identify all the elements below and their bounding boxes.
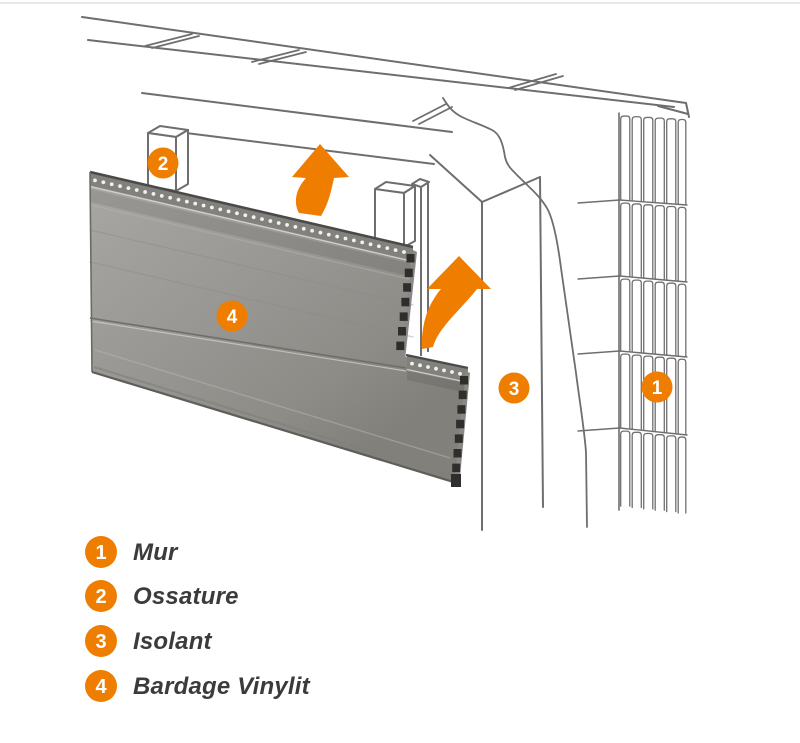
legend: 1 Mur 2 Ossature 3 Isolant 4 Bardage Vin… xyxy=(85,536,311,702)
marker-3-isolant: 3 xyxy=(498,372,530,404)
marker-2-circle xyxy=(147,147,179,179)
batten-middle xyxy=(374,181,416,248)
marker-3-circle xyxy=(498,372,530,404)
insulation-back-corner-edge xyxy=(539,176,544,508)
strip-lower-highlight xyxy=(406,368,469,384)
marker-1-number: 1 xyxy=(652,378,663,399)
legend-label-3: Isolant xyxy=(133,628,213,655)
strip-upper-shadow xyxy=(90,189,413,277)
installation-arrows xyxy=(292,144,491,349)
legend-num-1: 1 xyxy=(95,542,106,564)
legend-num-4: 4 xyxy=(95,676,107,698)
cladding-panels xyxy=(89,170,470,487)
wall-top-front-edge xyxy=(87,39,675,108)
panel-bottom-lip xyxy=(93,366,456,478)
marker-4-number: 4 xyxy=(227,307,238,328)
torn-render-edge xyxy=(442,97,588,528)
strip-upper-highlight xyxy=(89,185,414,263)
perforation-holes xyxy=(93,178,462,376)
insulation-isolant xyxy=(185,132,544,531)
insulation-top-back-edge xyxy=(185,132,435,165)
wall-top-back-edge xyxy=(81,16,687,104)
marker-2-number: 2 xyxy=(158,154,169,175)
legend-num-2: 2 xyxy=(95,586,106,608)
panel-lower-end-edge xyxy=(454,371,470,487)
legend-row-3: 3 Isolant xyxy=(85,625,213,657)
legend-label-1: Mur xyxy=(133,539,179,566)
wall-top-joints xyxy=(144,33,564,125)
marker-4-bardage: 4 xyxy=(216,300,248,332)
interlock-clips xyxy=(396,254,468,487)
legend-row-4: 4 Bardage Vinylit xyxy=(85,670,311,702)
marker-2-ossature: 2 xyxy=(147,147,179,179)
up-arrow-icon-left xyxy=(292,144,349,216)
legend-badge-3 xyxy=(85,625,117,657)
wall-ridge-top-line xyxy=(657,105,689,115)
legend-badge-2 xyxy=(85,580,117,612)
panel-overlap-highlight xyxy=(89,320,407,372)
wall-face-top-edge xyxy=(141,92,453,133)
legend-row-1: 1 Mur xyxy=(85,536,179,568)
panel-overlap-line xyxy=(89,317,407,369)
legend-row-2: 2 Ossature xyxy=(85,580,239,612)
panel-bottom-edge xyxy=(91,370,458,485)
up-arrow-icon-right xyxy=(421,256,491,349)
insulation-cut-top-right-edge xyxy=(481,176,541,203)
legend-label-2: Ossature xyxy=(133,583,239,610)
panel-left-edge xyxy=(89,171,93,373)
panel-step-top-edge xyxy=(405,353,469,370)
panel-streaks xyxy=(89,204,451,459)
marker-4-circle xyxy=(216,300,248,332)
marker-3-number: 3 xyxy=(509,379,520,400)
batten-middle-side-face xyxy=(403,185,416,248)
wall-end-ridges xyxy=(577,115,688,514)
strip-lower-shadow xyxy=(407,371,468,393)
marker-1-circle xyxy=(641,371,673,403)
wall-mur xyxy=(81,16,690,528)
legend-badge-4 xyxy=(85,670,117,702)
marker-1-mur: 1 xyxy=(641,371,673,403)
panel-top-edge xyxy=(89,170,414,249)
insulation-cut-top-left-edge xyxy=(429,154,483,203)
legend-badge-1 xyxy=(85,536,117,568)
legend-label-4: Bardage Vinylit xyxy=(133,673,311,700)
legend-num-3: 3 xyxy=(95,631,106,653)
batten-right-top-face xyxy=(411,178,430,188)
diagram-markers: 2 4 3 1 xyxy=(147,147,673,404)
nailing-strip-upper xyxy=(90,173,413,261)
